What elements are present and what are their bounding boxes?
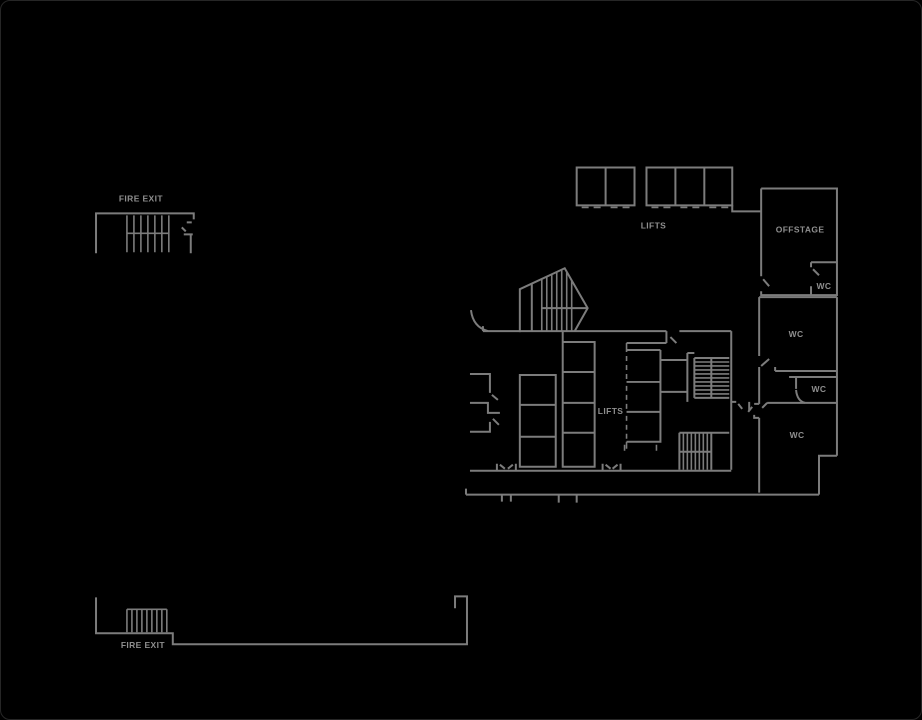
label-lifts-core: LIFTS [598, 406, 624, 416]
label-lifts-top: LIFTS [641, 220, 667, 230]
label-offstage: OFFSTAGE [776, 224, 825, 234]
lift-column-right [561, 331, 596, 468]
fire-exit-stair-top-left [95, 212, 195, 254]
lift-bank-link-wall [731, 205, 762, 213]
lift-column-east-door-dashes [623, 343, 658, 451]
fire-exit-corridor-bottom-left [95, 595, 468, 646]
offstage-wc-partition [810, 261, 837, 296]
core-entry-arc [469, 310, 489, 333]
stair-walls [95, 212, 195, 254]
upper-stair-treads [694, 361, 730, 395]
corridor-walls [95, 595, 468, 646]
label-fire-exit-bottom: FIRE EXIT [121, 640, 165, 650]
east-service-walls [660, 352, 695, 402]
wc-stack [747, 296, 838, 495]
west-door-stubs [469, 372, 500, 433]
label-wc-large: WC [789, 329, 804, 339]
label-wc-bottom: WC [790, 430, 805, 440]
lower-stair-treads [682, 432, 709, 470]
lift-bank-top [575, 166, 762, 213]
wc-top-door [760, 358, 837, 372]
lift-column-left [518, 373, 557, 468]
wc-bottom-step [818, 454, 837, 495]
core-block [464, 266, 820, 503]
stair-treads [126, 608, 168, 633]
labels: FIRE EXIT LIFTS OFFSTAGE WC WC WC WC LIF… [119, 193, 832, 650]
label-wc-offstage: WC [817, 281, 832, 291]
offstage-walls [760, 187, 838, 297]
offstage-room [760, 187, 838, 297]
label-wc-small: WC [812, 384, 827, 394]
wc-lower-partition [761, 401, 837, 409]
lift-column-east-frame [626, 349, 662, 443]
south-boundary-wall [464, 488, 820, 503]
core-bottom-wall [469, 463, 732, 472]
label-fire-exit-top: FIRE EXIT [119, 193, 163, 203]
core-right-wall [730, 331, 751, 470]
angled-stair-outline [518, 266, 589, 333]
stair-treads [126, 215, 170, 253]
lift-shafts-left [575, 166, 636, 207]
lift-shafts-right [645, 166, 734, 207]
angled-stair-treads [540, 269, 573, 332]
